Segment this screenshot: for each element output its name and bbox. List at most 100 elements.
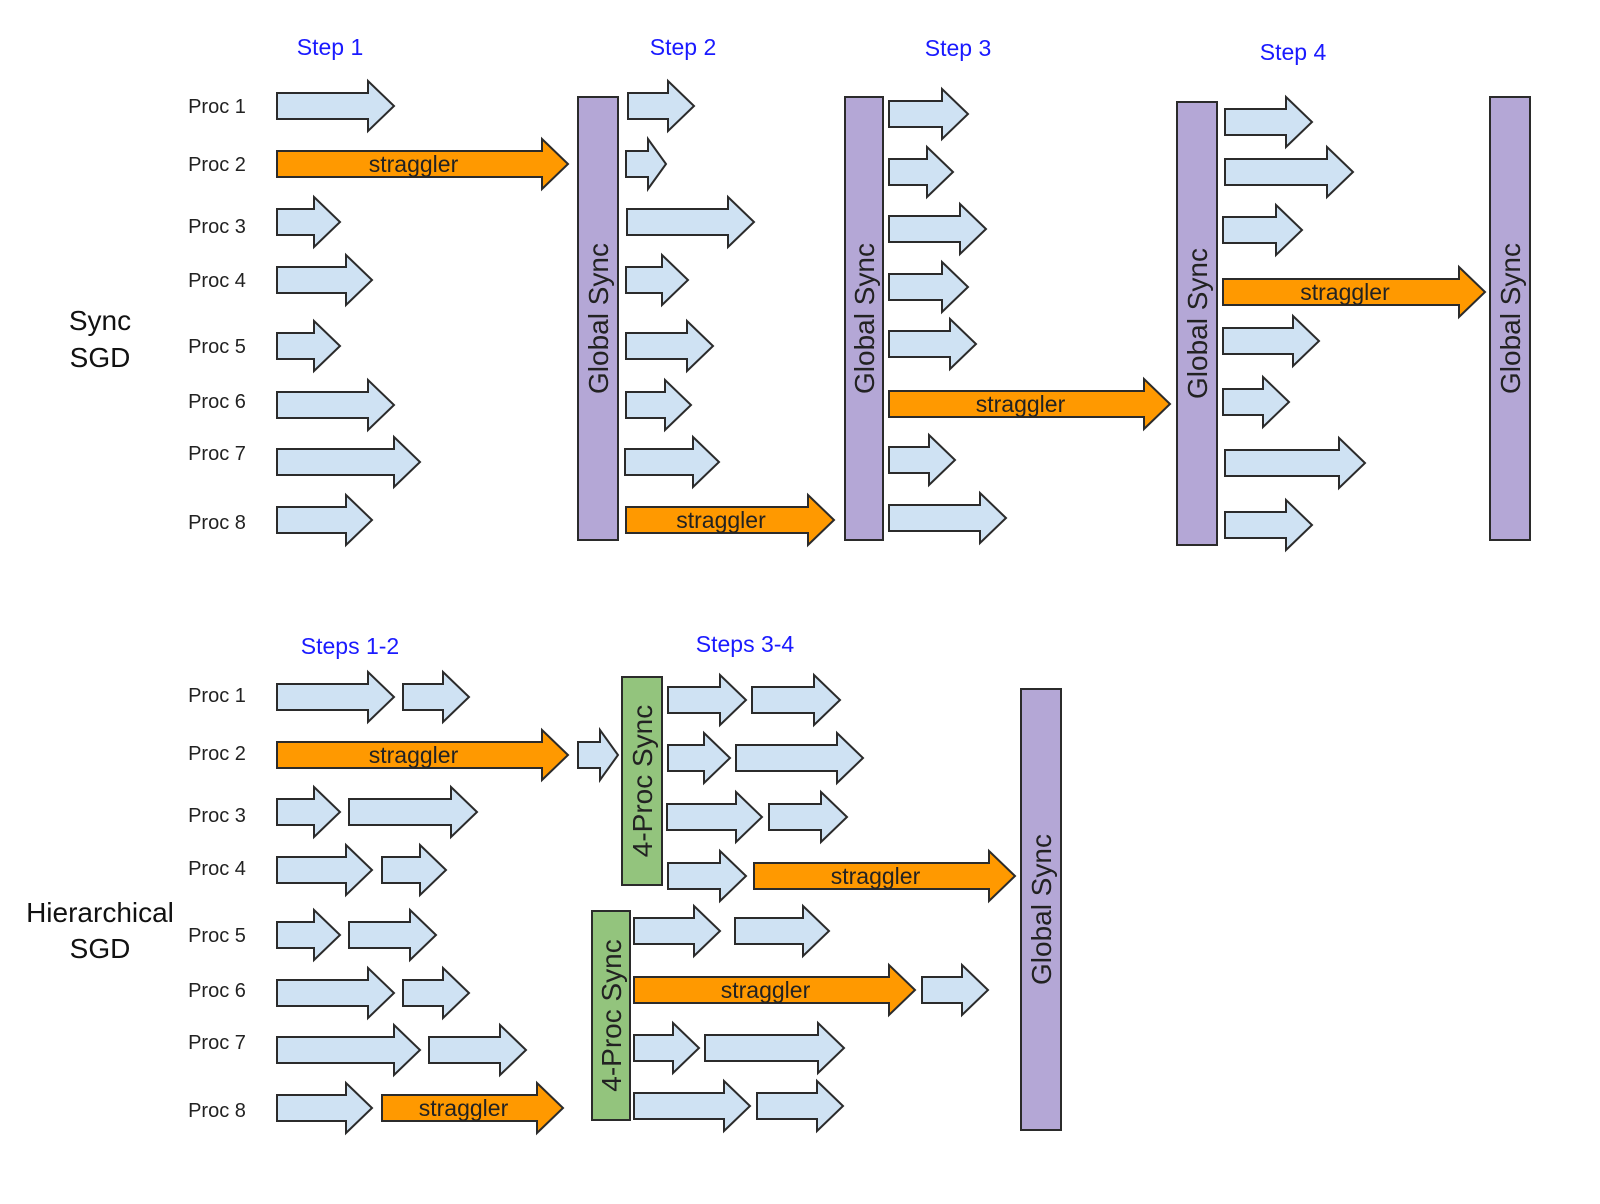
compute-arrow-shape — [667, 848, 748, 904]
compute-arrow — [633, 1020, 701, 1076]
compute-arrow-shape — [276, 842, 374, 898]
straggler-arrow: straggler — [633, 962, 917, 1018]
compute-arrow-shape — [625, 252, 690, 308]
compute-arrow — [381, 842, 448, 898]
compute-arrow — [625, 318, 715, 374]
compute-arrow — [756, 1078, 845, 1134]
compute-arrow-shape — [624, 434, 721, 490]
compute-arrow — [276, 842, 374, 898]
proc-label: Proc 4 — [188, 270, 246, 292]
compute-arrow-shape — [276, 1022, 422, 1078]
straggler-arrow-shape — [381, 1080, 565, 1136]
compute-arrow — [577, 726, 620, 784]
compute-arrow — [704, 1020, 846, 1076]
straggler-arrow-shape — [633, 962, 917, 1018]
hierarchical-sgd-title-line2: SGD — [70, 933, 131, 964]
compute-arrow-shape — [348, 907, 438, 963]
local-sync-bar: 4-Proc Sync — [591, 910, 631, 1121]
sync-sgd-title-line2: SGD — [70, 342, 131, 373]
proc-label: Proc 7 — [188, 1032, 246, 1054]
compute-arrow-shape — [888, 432, 957, 488]
compute-arrow-shape — [888, 144, 955, 200]
straggler-label: straggler — [1300, 279, 1390, 305]
straggler-label: straggler — [721, 977, 811, 1003]
straggler-label: straggler — [676, 507, 766, 533]
local-sync-bar-label: 4-Proc Sync — [627, 705, 658, 858]
proc-label: Proc 4 — [188, 858, 246, 880]
proc-label: Proc 2 — [188, 743, 246, 765]
compute-arrow-shape — [276, 194, 342, 250]
straggler-arrow-shape — [1222, 264, 1487, 320]
compute-arrow-shape — [276, 78, 396, 134]
compute-arrow-shape — [428, 1022, 528, 1078]
compute-arrow — [276, 78, 396, 134]
compute-arrow-shape — [633, 1020, 701, 1076]
local-sync-bar-shape — [621, 676, 663, 886]
compute-arrow-shape — [1224, 435, 1367, 491]
compute-arrow-shape — [1222, 313, 1321, 369]
straggler-label: straggler — [976, 391, 1066, 417]
compute-arrow — [888, 86, 970, 142]
compute-arrow — [402, 669, 471, 725]
straggler-label: straggler — [369, 151, 459, 177]
compute-arrow — [428, 1022, 528, 1078]
compute-arrow — [276, 907, 342, 963]
compute-arrow — [1224, 435, 1367, 491]
compute-arrow-shape — [1224, 94, 1314, 150]
hierarchical-sgd-arrows: straggler straggler straggler straggler — [276, 669, 1017, 1136]
local-sync-bar-shape — [591, 910, 631, 1121]
compute-arrow — [735, 730, 865, 786]
compute-arrow-shape — [1224, 144, 1355, 200]
compute-arrow-shape — [276, 377, 396, 433]
global-sync-bar: Global Sync — [1176, 101, 1218, 546]
compute-arrow-shape — [756, 1078, 845, 1134]
compute-arrow-shape — [633, 903, 722, 959]
compute-arrow — [1222, 202, 1304, 258]
compute-arrow — [667, 848, 748, 904]
proc-label: Proc 1 — [188, 96, 246, 118]
compute-arrow-shape — [888, 316, 978, 372]
straggler-arrow: straggler — [276, 136, 570, 192]
compute-arrow-shape — [633, 1078, 752, 1134]
proc-label: Proc 5 — [188, 336, 246, 358]
compute-arrow-shape — [625, 318, 715, 374]
compute-arrow-shape — [276, 492, 374, 548]
straggler-arrow: straggler — [888, 376, 1172, 432]
compute-arrow-shape — [276, 669, 396, 725]
steps-label: Steps 1-2 — [301, 633, 399, 659]
proc-label: Proc 6 — [188, 391, 246, 413]
compute-arrow — [667, 672, 748, 728]
global-sync-bar-label: Global Sync — [1495, 243, 1526, 394]
compute-arrow — [276, 784, 342, 840]
proc-label: Proc 5 — [188, 925, 246, 947]
compute-arrow — [633, 1078, 752, 1134]
compute-arrow — [276, 377, 396, 433]
straggler-label: straggler — [419, 1095, 509, 1121]
compute-arrow-shape — [888, 490, 1008, 546]
hierarchical-sgd-panel: Hierarchical SGD Steps 1-2 Steps 3-4 Pro… — [26, 631, 1062, 1136]
proc-label: Proc 2 — [188, 154, 246, 176]
compute-arrow — [276, 252, 374, 308]
compute-arrow-shape — [704, 1020, 846, 1076]
sync-sgd-panel: Sync SGD Step 1 Step 2 Step 3 Step 4 Pro… — [69, 34, 1531, 553]
step-label: Step 1 — [297, 34, 364, 60]
global-sync-bar: Global Sync — [844, 96, 884, 541]
straggler-arrow: straggler — [753, 848, 1017, 904]
local-sync-bar: 4-Proc Sync — [621, 676, 663, 886]
compute-arrow — [888, 259, 970, 315]
compute-arrow — [276, 434, 422, 490]
compute-arrow — [888, 144, 955, 200]
compute-arrow-shape — [888, 259, 970, 315]
straggler-arrow: straggler — [276, 727, 570, 783]
compute-arrow — [1224, 497, 1314, 553]
compute-arrow — [624, 434, 721, 490]
step-label: Step 4 — [1260, 39, 1327, 65]
compute-arrow — [888, 490, 1008, 546]
compute-arrow-shape — [276, 965, 396, 1021]
compute-arrow — [348, 907, 438, 963]
compute-arrow-shape — [402, 965, 471, 1021]
straggler-arrow-shape — [276, 136, 570, 192]
compute-arrow-shape — [768, 789, 849, 845]
